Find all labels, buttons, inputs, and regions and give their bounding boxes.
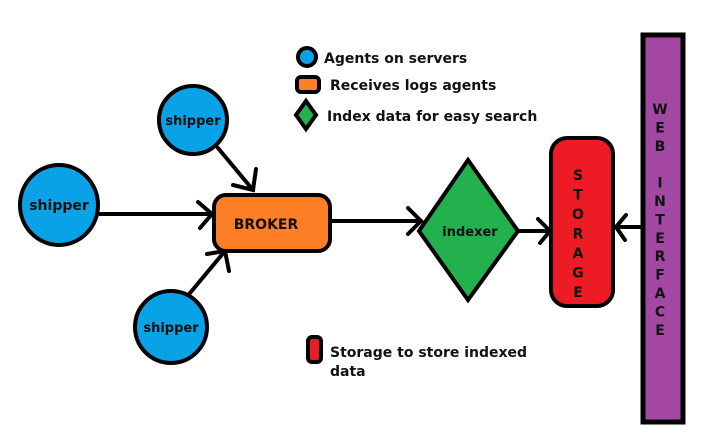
storage-box <box>549 136 615 308</box>
edge-shipper-left-broker <box>98 200 215 230</box>
agent-circle <box>18 163 100 247</box>
storage-letter: E <box>573 285 583 301</box>
agent-circle <box>157 84 229 156</box>
web-interface-letter: B <box>655 139 666 155</box>
legend-item-storage: Storage to store indexed data <box>306 335 527 380</box>
legend-indexer-text: Index data for easy search <box>327 109 537 125</box>
storage-letter: R <box>573 227 584 243</box>
legend-storage-text-2: data <box>330 364 366 380</box>
edge-shipper-top-broker <box>216 146 258 193</box>
edge-shipper-bottom-broker <box>188 248 231 295</box>
edge-web-storage <box>613 213 642 242</box>
shipper-bottom-label: shipper <box>143 321 199 336</box>
agent-circle <box>133 289 209 365</box>
broker-legend-icon <box>295 75 321 94</box>
legend-agents-text: Agents on servers <box>324 51 467 67</box>
broker-label: BROKER <box>234 217 299 233</box>
legend: Agents on servers Receives logs agents I… <box>293 46 537 380</box>
broker-box <box>212 193 332 253</box>
web-interface-letter: I <box>657 176 662 192</box>
storage-letter: S <box>573 168 583 184</box>
agent-legend-icon <box>296 46 318 68</box>
shipper-left-label: shipper <box>29 198 89 214</box>
node-shipper-bottom[interactable]: shipper <box>133 289 209 365</box>
web-interface-letter: E <box>655 120 665 136</box>
edge-broker-indexer <box>328 206 424 236</box>
storage-letter: G <box>572 266 584 282</box>
legend-storage-text-1: Storage to store indexed <box>330 345 527 361</box>
legend-item-broker: Receives logs agents <box>295 75 496 94</box>
legend-item-agents: Agents on servers <box>296 46 467 68</box>
storage-letter: T <box>573 188 583 204</box>
web-interface-letter: T <box>655 212 665 228</box>
web-interface-letter: C <box>655 304 665 320</box>
storage-letter: O <box>572 207 584 223</box>
node-broker[interactable]: BROKER <box>212 193 332 253</box>
indexer-legend-icon <box>293 97 319 133</box>
web-interface-letter: F <box>655 268 665 284</box>
node-shipper-left[interactable]: shipper <box>18 163 100 247</box>
web-interface-letter: E <box>655 231 665 247</box>
storage-letter: A <box>573 246 584 262</box>
node-shipper-top[interactable]: shipper <box>157 84 229 156</box>
shipper-top-label: shipper <box>165 114 221 129</box>
web-interface-letter: W <box>652 102 667 118</box>
web-interface-letter: N <box>654 194 666 210</box>
edge-indexer-storage <box>516 217 553 245</box>
web-interface-letter: R <box>655 249 666 265</box>
indexer-diamond <box>416 156 521 304</box>
web-interface-bar <box>640 32 686 425</box>
storage-legend-icon <box>306 335 323 364</box>
web-interface-letter: A <box>655 286 666 302</box>
node-indexer[interactable]: indexer <box>416 156 521 304</box>
legend-broker-text: Receives logs agents <box>330 78 496 94</box>
legend-item-indexer: Index data for easy search <box>293 97 537 133</box>
indexer-label: indexer <box>442 225 498 240</box>
web-interface-letter: E <box>655 323 665 339</box>
